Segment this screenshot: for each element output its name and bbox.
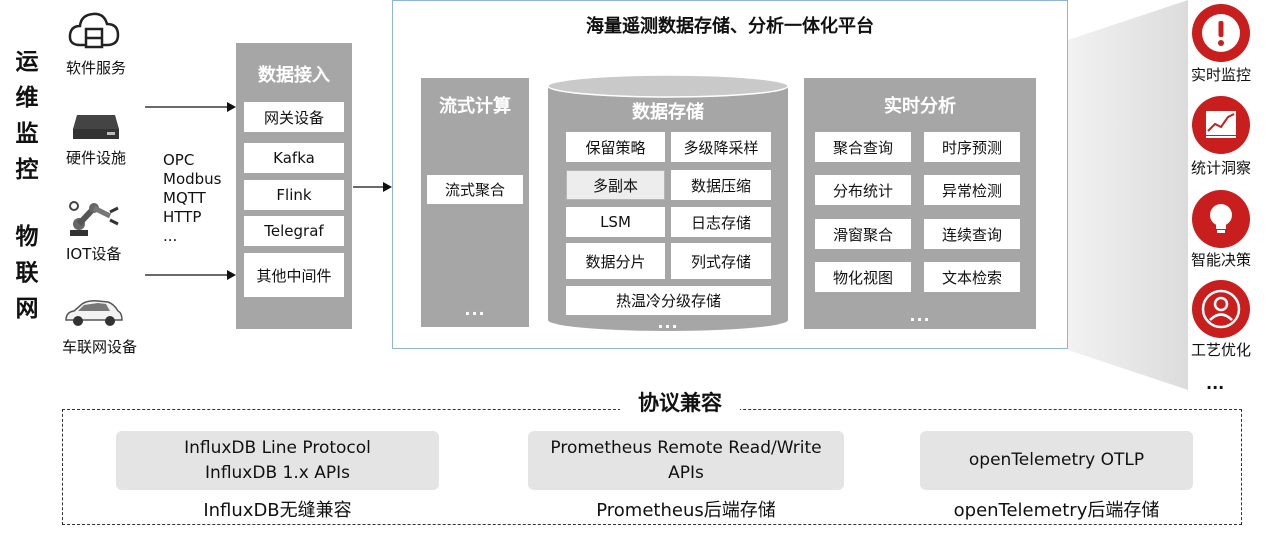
output-icon-decision xyxy=(1192,190,1250,248)
storage-cylinder xyxy=(548,74,788,331)
analysis-item: 分布统计 xyxy=(815,175,911,205)
protocol-item: OPC xyxy=(163,151,195,169)
protocol-list: OPC Modbus MQTT HTTP ... xyxy=(163,151,221,246)
analysis-title: 实时分析 xyxy=(884,96,956,117)
source-arrow-top xyxy=(145,102,236,112)
output-icon-monitor xyxy=(1192,4,1250,62)
stream-title: 流式计算 xyxy=(439,96,511,117)
cloud-server-icon xyxy=(68,12,120,49)
storage-item: 多级降采样 xyxy=(671,132,771,162)
analysis-item: 时序预测 xyxy=(924,132,1020,162)
protocol-item: ... xyxy=(163,227,178,245)
output-icon-process xyxy=(1192,280,1250,338)
output-label: 智能决策 xyxy=(1190,251,1251,269)
compat-line: InfluxDB Line Protocol xyxy=(184,437,371,458)
protocol-item: HTTP xyxy=(163,208,202,226)
hardware-server-icon xyxy=(73,115,119,139)
ingest-item: Kafka xyxy=(244,143,344,173)
storage-item: 多副本 xyxy=(566,170,665,200)
ingest-panel: 数据接入 网关设备 Kafka Flink Telegraf 其他中间件 xyxy=(236,43,352,329)
output-label: 实时监控 xyxy=(1190,66,1251,84)
source-label-vehicle: 车联网设备 xyxy=(62,338,138,356)
analysis-item: 物化视图 xyxy=(815,262,911,292)
storage-item: LSM xyxy=(566,207,665,237)
stream-item: 流式聚合 xyxy=(427,175,523,204)
source-label-software: 软件服务 xyxy=(66,59,127,77)
analysis-panel: 实时分析 聚合查询 时序预测 分布统计 异常检测 滑窗聚合 连续查询 物化视图 … xyxy=(804,78,1036,329)
compat-line: InfluxDB 1.x APIs xyxy=(205,462,350,483)
car-icon xyxy=(65,300,123,326)
ingest-title: 数据接入 xyxy=(258,65,330,86)
source-label-hardware: 硬件设施 xyxy=(66,149,127,167)
chart-icon xyxy=(1206,111,1236,138)
compat-line: Prometheus Remote Read/Write xyxy=(550,437,822,458)
source-label-iot: IOT设备 xyxy=(66,245,122,263)
compat-line: openTelemetry OTLP xyxy=(968,450,1145,470)
storage-item: 数据压缩 xyxy=(671,170,771,200)
compat-caption: InfluxDB无缝兼容 xyxy=(203,500,352,521)
compat-line: APIs xyxy=(668,462,704,483)
iot-label: 物联网 xyxy=(15,224,39,322)
protocol-item: Modbus xyxy=(163,170,222,188)
storage-item: 保留策略 xyxy=(566,132,665,162)
stream-more: ... xyxy=(464,300,486,319)
ingest-item: 网关设备 xyxy=(244,102,344,132)
storage-more: ... xyxy=(657,313,679,332)
compat-item-influxdb: InfluxDB Line Protocol InfluxDB 1.x APIs xyxy=(116,431,439,490)
alert-icon xyxy=(1202,14,1240,52)
storage-item: 数据分片 xyxy=(566,243,665,279)
compat-title: 协议兼容 xyxy=(620,387,740,417)
output-label: 统计洞察 xyxy=(1190,159,1251,177)
analysis-item: 连续查询 xyxy=(924,219,1020,249)
stream-panel: 流式计算 流式聚合 ... xyxy=(421,78,529,327)
analysis-item: 文本检索 xyxy=(924,262,1020,292)
analysis-item: 聚合查询 xyxy=(815,132,911,162)
storage-item: 日志存储 xyxy=(671,207,771,237)
compat-item-otel: openTelemetry OTLP xyxy=(920,431,1193,490)
compat-caption: Prometheus后端存储 xyxy=(596,500,776,521)
source-arrow-bottom xyxy=(145,270,236,280)
storage-title: 数据存储 xyxy=(632,102,704,123)
analysis-more: ... xyxy=(909,306,931,325)
analysis-item: 异常检测 xyxy=(924,175,1020,205)
outputs-more: ... xyxy=(1206,374,1225,393)
user-icon xyxy=(1201,289,1241,329)
platform-title: 海量遥测数据存储、分析一体化平台 xyxy=(586,16,874,37)
analysis-item: 滑窗聚合 xyxy=(815,219,911,249)
lightbulb-icon xyxy=(1210,204,1232,233)
storage-wide-item: 热温冷分级存储 xyxy=(566,286,771,315)
output-icon-insight xyxy=(1192,96,1250,154)
compat-item-prometheus: Prometheus Remote Read/Write APIs xyxy=(528,431,844,490)
robot-arm-icon xyxy=(69,201,119,236)
ingest-item: Flink xyxy=(244,180,344,210)
output-label: 工艺优化 xyxy=(1190,341,1251,359)
protocol-item: MQTT xyxy=(163,189,206,207)
compat-caption: openTelemetry后端存储 xyxy=(953,500,1160,521)
ingest-arrow xyxy=(353,182,392,192)
ops-label: 运维监控 xyxy=(15,49,39,183)
ingest-item: 其他中间件 xyxy=(244,253,344,297)
storage-item: 列式存储 xyxy=(671,243,771,279)
ingest-item: Telegraf xyxy=(244,216,344,246)
output-fan-shape xyxy=(1068,0,1188,390)
